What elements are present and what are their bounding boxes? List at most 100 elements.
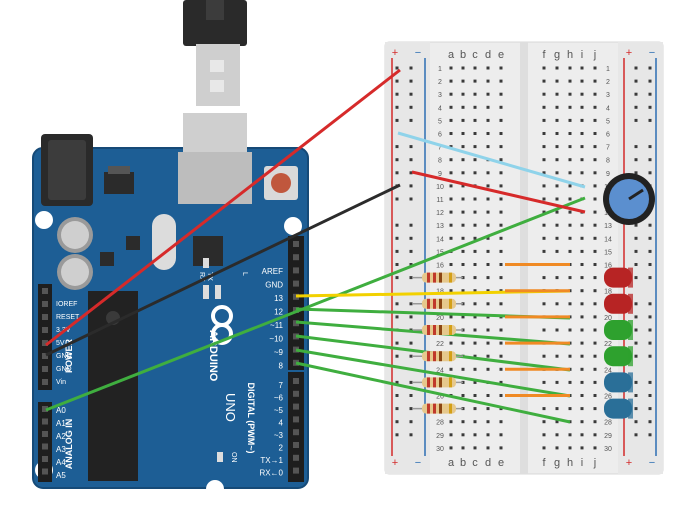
- header-hole: [42, 366, 48, 372]
- row-number: 14: [436, 236, 444, 243]
- digital-pin-label: ~10: [269, 335, 283, 344]
- row-number: 3: [438, 92, 442, 99]
- breadboard-hole: [473, 328, 477, 332]
- rail-hole: [395, 380, 399, 384]
- breadboard-hole: [580, 446, 584, 450]
- digital-section-label: DIGITAL (PWM~): [246, 383, 256, 454]
- breadboard-hole: [580, 276, 584, 280]
- rail-minus-label: −: [415, 457, 421, 469]
- digital-pin-label: ~9: [274, 348, 284, 357]
- breadboard-hole: [499, 105, 503, 109]
- wire-5v-red[interactable]: [45, 68, 401, 347]
- column-letter: j: [593, 49, 596, 61]
- breadboard-hole: [568, 92, 572, 96]
- breadboard-hole: [449, 158, 453, 162]
- row-number: 7: [606, 145, 610, 152]
- header-hole: [293, 442, 299, 448]
- row-number: 12: [436, 210, 444, 217]
- rail-hole: [409, 79, 413, 83]
- led-blue[interactable]: [604, 372, 633, 393]
- rail-hole: [395, 341, 399, 345]
- breadboard-hole: [593, 263, 597, 266]
- rail-hole: [648, 433, 652, 437]
- breadboard-hole: [568, 132, 572, 135]
- resistor[interactable]: [413, 325, 463, 335]
- resistor[interactable]: [413, 377, 463, 388]
- breadboard-hole: [486, 367, 490, 371]
- wire-pot-ground[interactable]: [411, 170, 586, 214]
- analog-pin-label: A0: [56, 406, 66, 415]
- breadboard-hole: [486, 105, 490, 109]
- led-green[interactable]: [604, 346, 633, 367]
- breadboard-hole: [542, 145, 546, 149]
- resistor[interactable]: [413, 351, 463, 362]
- breadboard-hole: [542, 223, 546, 227]
- rail-hole: [409, 171, 413, 175]
- rail-hole: [634, 92, 638, 96]
- breadboard-hole: [593, 328, 597, 332]
- header-hole: [293, 346, 299, 353]
- reset-button[interactable]: [264, 166, 298, 200]
- resistor[interactable]: [413, 272, 463, 283]
- row-number: 22: [436, 341, 444, 348]
- wire-pin9[interactable]: [295, 348, 571, 398]
- header-hole: [42, 379, 48, 385]
- rail-hole: [634, 66, 638, 70]
- breadboard-hole: [486, 302, 490, 306]
- header-hole: [293, 280, 299, 287]
- rail-hole: [409, 105, 413, 109]
- digital-pin-label: ~3: [274, 431, 284, 440]
- header-hole: [293, 378, 299, 384]
- digital-pin-label: 4: [279, 419, 284, 428]
- wire-pin8[interactable]: [295, 361, 571, 424]
- resistor[interactable]: [413, 298, 463, 309]
- rail-hole: [648, 263, 652, 266]
- breadboard-hole: [593, 210, 597, 214]
- rail-plus-label: +: [626, 47, 632, 59]
- column-letter: e: [498, 49, 504, 61]
- breadboard-hole: [499, 171, 503, 175]
- breadboard-hole: [499, 145, 503, 149]
- breadboard-hole: [461, 341, 465, 345]
- potentiometer[interactable]: [603, 173, 655, 225]
- breadboard-hole: [473, 197, 477, 201]
- breadboard-hole: [473, 367, 477, 371]
- rail-hole: [648, 276, 652, 280]
- breadboard-hole: [568, 276, 572, 280]
- rail-hole: [648, 158, 652, 162]
- breadboard-hole: [499, 328, 503, 332]
- rail-hole: [409, 184, 413, 188]
- row-number: 2: [438, 79, 442, 86]
- wire-pot-power[interactable]: [397, 131, 586, 189]
- arduino-uno-board[interactable]: ARDUINO UNO ON TX RX L POWER ANALOG IN D…: [32, 113, 309, 498]
- led-green[interactable]: [604, 320, 633, 340]
- led-red[interactable]: [604, 267, 633, 288]
- breadboard-hole: [499, 197, 503, 201]
- breadboard-hole: [593, 420, 597, 424]
- breadboard-hole: [473, 118, 477, 122]
- capacitor: [57, 217, 93, 290]
- rail-hole: [409, 380, 413, 384]
- wire-a0-green[interactable]: [45, 196, 586, 412]
- led-red[interactable]: [604, 293, 633, 314]
- resistor[interactable]: [413, 403, 463, 414]
- rail-hole: [395, 249, 399, 253]
- row-number: 22: [604, 341, 612, 348]
- rail-hole: [648, 249, 652, 253]
- rail-minus-label: −: [649, 457, 655, 469]
- breadboard-hole: [555, 66, 559, 70]
- led-blue[interactable]: [604, 398, 633, 419]
- header-hole: [293, 241, 299, 247]
- column-letter: g: [554, 457, 560, 469]
- power-pin-label: GND: [56, 353, 72, 360]
- column-letter: h: [567, 457, 573, 469]
- header-hole: [42, 301, 48, 307]
- row-number: 2: [606, 79, 610, 86]
- rail-hole: [648, 92, 652, 96]
- rail-hole: [395, 171, 399, 175]
- breadboard-hole: [542, 79, 546, 83]
- rail-hole: [409, 92, 413, 96]
- wire-gnd-black[interactable]: [45, 183, 401, 357]
- breadboard-hole: [486, 249, 490, 253]
- row-number: 5: [606, 118, 610, 125]
